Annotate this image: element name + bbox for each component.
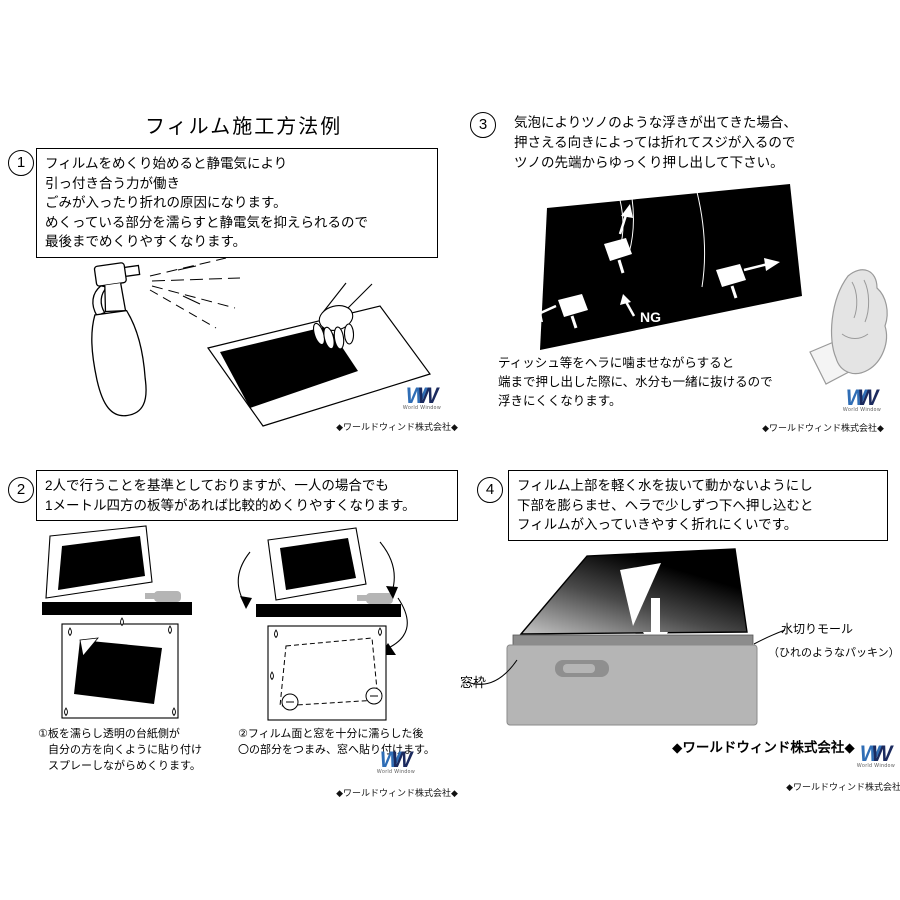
spray-bottle-film-illustration	[91, 257, 431, 427]
text-line: 〇の部分をつまみ、窓へ貼り付けます。	[238, 744, 435, 756]
text-line: 2人で行うことを基準としておりますが、一人の場合でも	[45, 478, 389, 493]
company-credit: ◆ワールドウィンド株式会社◆	[336, 788, 458, 798]
company-credit: ◆ワールドウィンド株式会社◆	[336, 422, 458, 432]
ww-letter: W	[871, 741, 893, 766]
step2-caption-2: ②フィルム面と窓を十分に濡らした後 〇の部分をつまみ、窓へ貼り付けます。	[238, 726, 435, 758]
ww-logo-subtext: World Window	[856, 763, 896, 769]
step1-number-badge: 1	[8, 150, 34, 176]
step1-number: 1	[16, 154, 26, 171]
text-line: ツノの先端からゆっくり押し出して下さい。	[514, 155, 784, 170]
world-window-logo: WW World Window	[396, 383, 448, 412]
spray-bottle-small-icon	[357, 593, 393, 604]
ww-logo-mark: WW	[370, 747, 422, 772]
step3-number-badge: 3	[470, 112, 496, 138]
ww-logo-subtext: World Window	[376, 769, 416, 775]
step2-number-badge: 2	[8, 477, 34, 503]
ww-letter: W	[845, 385, 867, 410]
car-door-film-insert-illustration	[466, 548, 786, 726]
text-line: フィルムが入っていきやすく折れにくいです。	[517, 517, 798, 532]
bubble-pushout-illustration: NG	[526, 184, 802, 350]
step4-number: 4	[485, 481, 495, 498]
text-line: ティッシュ等をヘラに噛ませながらすると	[498, 356, 735, 370]
squeegee-icon	[604, 204, 633, 274]
ng-label: NG	[640, 309, 661, 325]
text-line: 端まで押し出した際に、水分も一緒に抜けるので	[498, 375, 773, 389]
text-line: 気泡によりツノのような浮きが出てきた場合、	[514, 115, 797, 130]
ww-letter: W	[857, 385, 879, 410]
ww-letter: W	[859, 741, 881, 766]
hand-with-tissue-squeegee-illustration	[809, 269, 888, 385]
step3-text: 気泡によりツノのような浮きが出てきた場合、 押さえる向きによっては折れてスジが入…	[514, 113, 797, 173]
spray-bottle-small-icon	[145, 591, 181, 602]
text-line: ①板を濡らし透明の台紙側が	[38, 728, 180, 740]
door-handle-icon	[555, 660, 609, 677]
text-line: 押さえる向きによっては折れてスジが入るので	[514, 135, 796, 150]
step2-number: 2	[16, 481, 26, 498]
ww-letter: W	[405, 383, 427, 408]
text-line: ごみが入ったり折れの原因になります。	[45, 195, 287, 210]
window-frame-label: 窓枠	[460, 675, 487, 690]
ww-letter: W	[391, 747, 413, 772]
text-line: 下部を膨らませ、ヘラで少しずつ下へ押し込むと	[517, 497, 814, 513]
ww-letter: W	[379, 747, 401, 772]
ww-logo-mark: WW	[396, 383, 448, 408]
text-line: 浮きにくくなります。	[498, 394, 622, 408]
text-line: ②フィルム面と窓を十分に濡らした後	[238, 728, 424, 740]
text-line: 引っ付き合う力が働き	[45, 175, 180, 191]
company-credit: ◆ワールドウィンド株式会社◆	[762, 423, 884, 433]
ww-logo-mark: WW	[836, 385, 888, 410]
page-title: フィルム施工方法例	[145, 116, 343, 138]
text-line: 最後までめくりやすくなります。	[45, 234, 247, 249]
world-window-logo: WW World Window	[836, 385, 888, 414]
ww-logo-subtext: World Window	[402, 405, 442, 411]
squeegee-icon	[526, 294, 588, 329]
step2-textbox: 2人で行うことを基準としておりますが、一人の場合でも 1メートル四方の板等があれ…	[36, 470, 458, 521]
text-line: フィルムをめくり始めると静電気により	[45, 156, 288, 171]
drip-molding-sublabel: （ひれのようなパッキン）	[768, 647, 900, 659]
ww-logo-subtext: World Window	[842, 407, 882, 413]
ww-letter: W	[417, 383, 439, 408]
text-line: めくっている部分を濡らすと静電気を抑えられるので	[45, 214, 369, 230]
step4-textbox: フィルム上部を軽く水を抜いて動かないようにし 下部を膨らませ、ヘラで少しずつ下へ…	[508, 470, 888, 541]
step2-caption-1: ①板を濡らし透明の台紙側が 自分の方を向くように貼り付け スプレーしながらめくり…	[38, 726, 202, 774]
world-window-logo: WW World Window	[370, 747, 422, 776]
step1-textbox: フィルムをめくり始めると静電気により 引っ付き合う力が働き ごみが入ったり折れの…	[36, 148, 438, 258]
hand-icon	[312, 282, 373, 350]
squeegee-icon	[716, 258, 780, 299]
step3-number: 3	[478, 116, 488, 133]
text-line: 1メートル四方の板等があれば比較的めくりやすくなります。	[45, 497, 416, 513]
ww-logo-mark: WW	[850, 741, 900, 766]
board-peeling-illustration	[42, 525, 192, 719]
step4-number-badge: 4	[477, 477, 503, 503]
drip-molding-label: 水切りモール	[781, 622, 854, 636]
text-line: フィルム上部を軽く水を抜いて動かないようにし	[517, 478, 813, 493]
ng-marker: NG	[620, 294, 661, 325]
company-credit-bold: ◆ワールドウィンド株式会社◆	[672, 740, 855, 755]
text-line: 自分の方を向くように貼り付け	[48, 744, 202, 756]
text-line: スプレーしながらめくります。	[48, 760, 201, 772]
step3-note: ティッシュ等をヘラに噛ませながらすると 端まで押し出した際に、水分も一緒に抜ける…	[498, 354, 773, 411]
world-window-logo: WW World Window	[850, 741, 900, 770]
film-to-window-illustration	[237, 527, 408, 721]
company-credit: ◆ワールドウィンド株式会社◆	[786, 782, 900, 792]
